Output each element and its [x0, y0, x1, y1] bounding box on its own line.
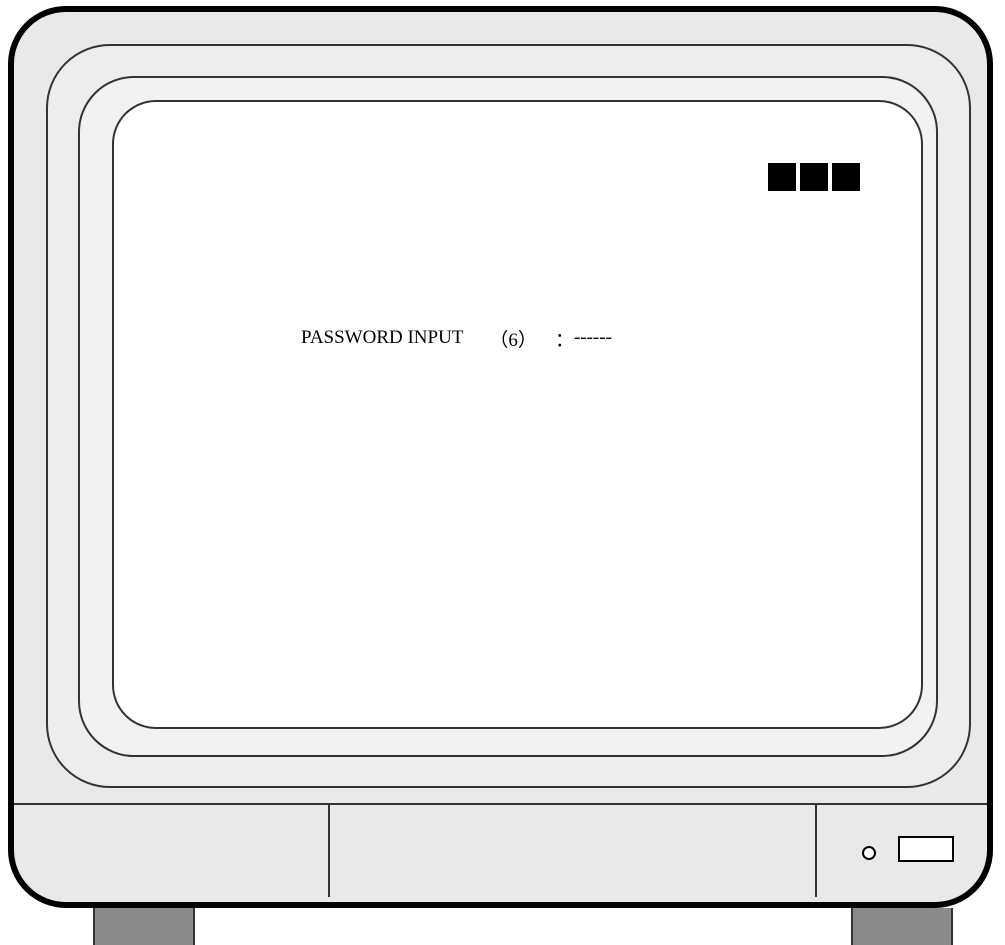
control-panel-divider — [14, 803, 987, 805]
status-block-icon — [832, 163, 860, 191]
monitor-screen[interactable] — [112, 100, 923, 729]
power-button[interactable] — [898, 836, 954, 862]
status-indicator — [768, 163, 860, 191]
status-block-icon — [768, 163, 796, 191]
password-length: （6） — [489, 325, 537, 352]
panel-separator-right — [815, 805, 817, 897]
password-label: PASSWORD INPUT — [301, 327, 463, 349]
password-separator: ： — [555, 325, 574, 352]
monitor-foot-left — [93, 908, 195, 945]
panel-separator-left — [328, 805, 330, 897]
status-block-icon — [800, 163, 828, 191]
password-prompt: PASSWORD INPUT （6） ：------ — [301, 323, 612, 353]
password-input[interactable]: ------ — [574, 327, 612, 349]
power-led-icon — [862, 846, 876, 860]
monitor-foot-right — [851, 908, 953, 945]
